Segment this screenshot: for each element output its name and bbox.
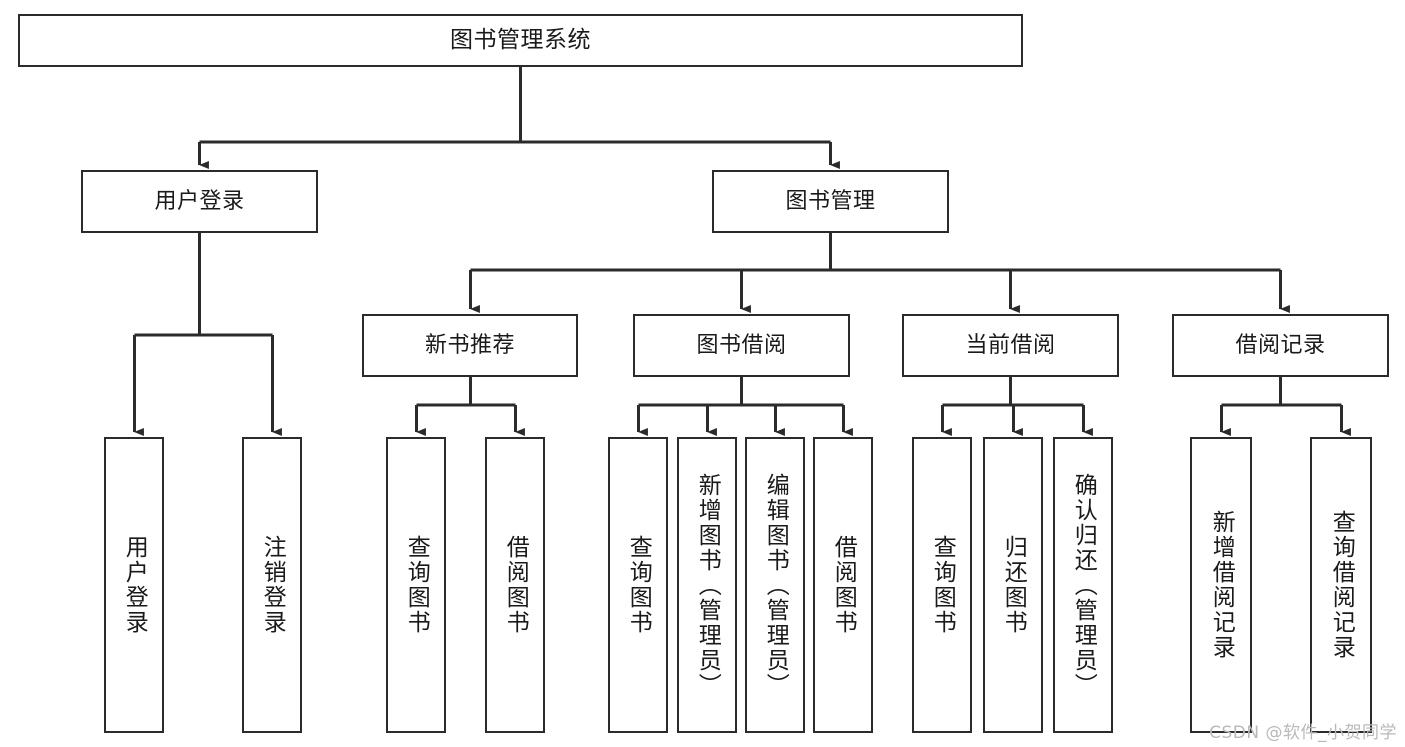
node-leaf-confirm-return-label: 确认归还（管理员） — [1070, 472, 1097, 698]
node-leaf-add-record[interactable]: 新增借阅记录 — [1190, 437, 1252, 733]
node-book-manage-label: 图书管理 — [785, 188, 876, 214]
node-current-borrow-label: 当前借阅 — [965, 332, 1056, 358]
node-leaf-edit-book[interactable]: 编辑图书（管理员） — [745, 437, 805, 733]
node-user-login-label: 用户登录 — [154, 188, 245, 214]
node-leaf-borrow-book-2-label: 借阅图书 — [830, 535, 857, 635]
node-book-borrow-label: 图书借阅 — [696, 332, 787, 358]
node-leaf-add-book[interactable]: 新增图书（管理员） — [677, 437, 737, 733]
node-leaf-query-book-1-label: 查询图书 — [403, 535, 430, 635]
node-leaf-user-logout[interactable]: 注销登录 — [242, 437, 302, 733]
node-borrow-record[interactable]: 借阅记录 — [1172, 314, 1389, 377]
node-borrow-record-label: 借阅记录 — [1235, 332, 1326, 358]
node-leaf-user-login-label: 用户登录 — [121, 535, 148, 635]
node-leaf-query-book-1[interactable]: 查询图书 — [386, 437, 446, 733]
node-new-book-recommend-label: 新书推荐 — [424, 332, 515, 358]
node-leaf-query-record[interactable]: 查询借阅记录 — [1310, 437, 1372, 733]
node-root[interactable]: 图书管理系统 — [18, 14, 1023, 67]
node-root-label: 图书管理系统 — [450, 26, 591, 53]
node-leaf-confirm-return[interactable]: 确认归还（管理员） — [1053, 437, 1113, 733]
node-leaf-query-book-3[interactable]: 查询图书 — [912, 437, 972, 733]
node-leaf-borrow-book-2[interactable]: 借阅图书 — [813, 437, 873, 733]
node-leaf-query-book-2-label: 查询图书 — [625, 535, 652, 635]
node-leaf-add-book-label: 新增图书（管理员） — [694, 472, 721, 698]
node-current-borrow[interactable]: 当前借阅 — [902, 314, 1119, 377]
node-leaf-query-record-label: 查询借阅记录 — [1328, 510, 1355, 660]
node-book-borrow[interactable]: 图书借阅 — [633, 314, 850, 377]
node-leaf-borrow-book-1-label: 借阅图书 — [502, 535, 529, 635]
node-leaf-query-book-3-label: 查询图书 — [929, 535, 956, 635]
node-user-login[interactable]: 用户登录 — [81, 170, 318, 233]
node-book-manage[interactable]: 图书管理 — [712, 170, 949, 233]
node-leaf-return-book-label: 归还图书 — [1000, 535, 1027, 635]
node-leaf-user-login[interactable]: 用户登录 — [104, 437, 164, 733]
node-leaf-edit-book-label: 编辑图书（管理员） — [762, 472, 789, 698]
node-new-book-recommend[interactable]: 新书推荐 — [362, 314, 578, 377]
node-leaf-borrow-book-1[interactable]: 借阅图书 — [485, 437, 545, 733]
node-leaf-user-logout-label: 注销登录 — [259, 535, 286, 635]
node-leaf-add-record-label: 新增借阅记录 — [1208, 510, 1235, 660]
node-leaf-query-book-2[interactable]: 查询图书 — [608, 437, 668, 733]
node-leaf-return-book[interactable]: 归还图书 — [983, 437, 1043, 733]
